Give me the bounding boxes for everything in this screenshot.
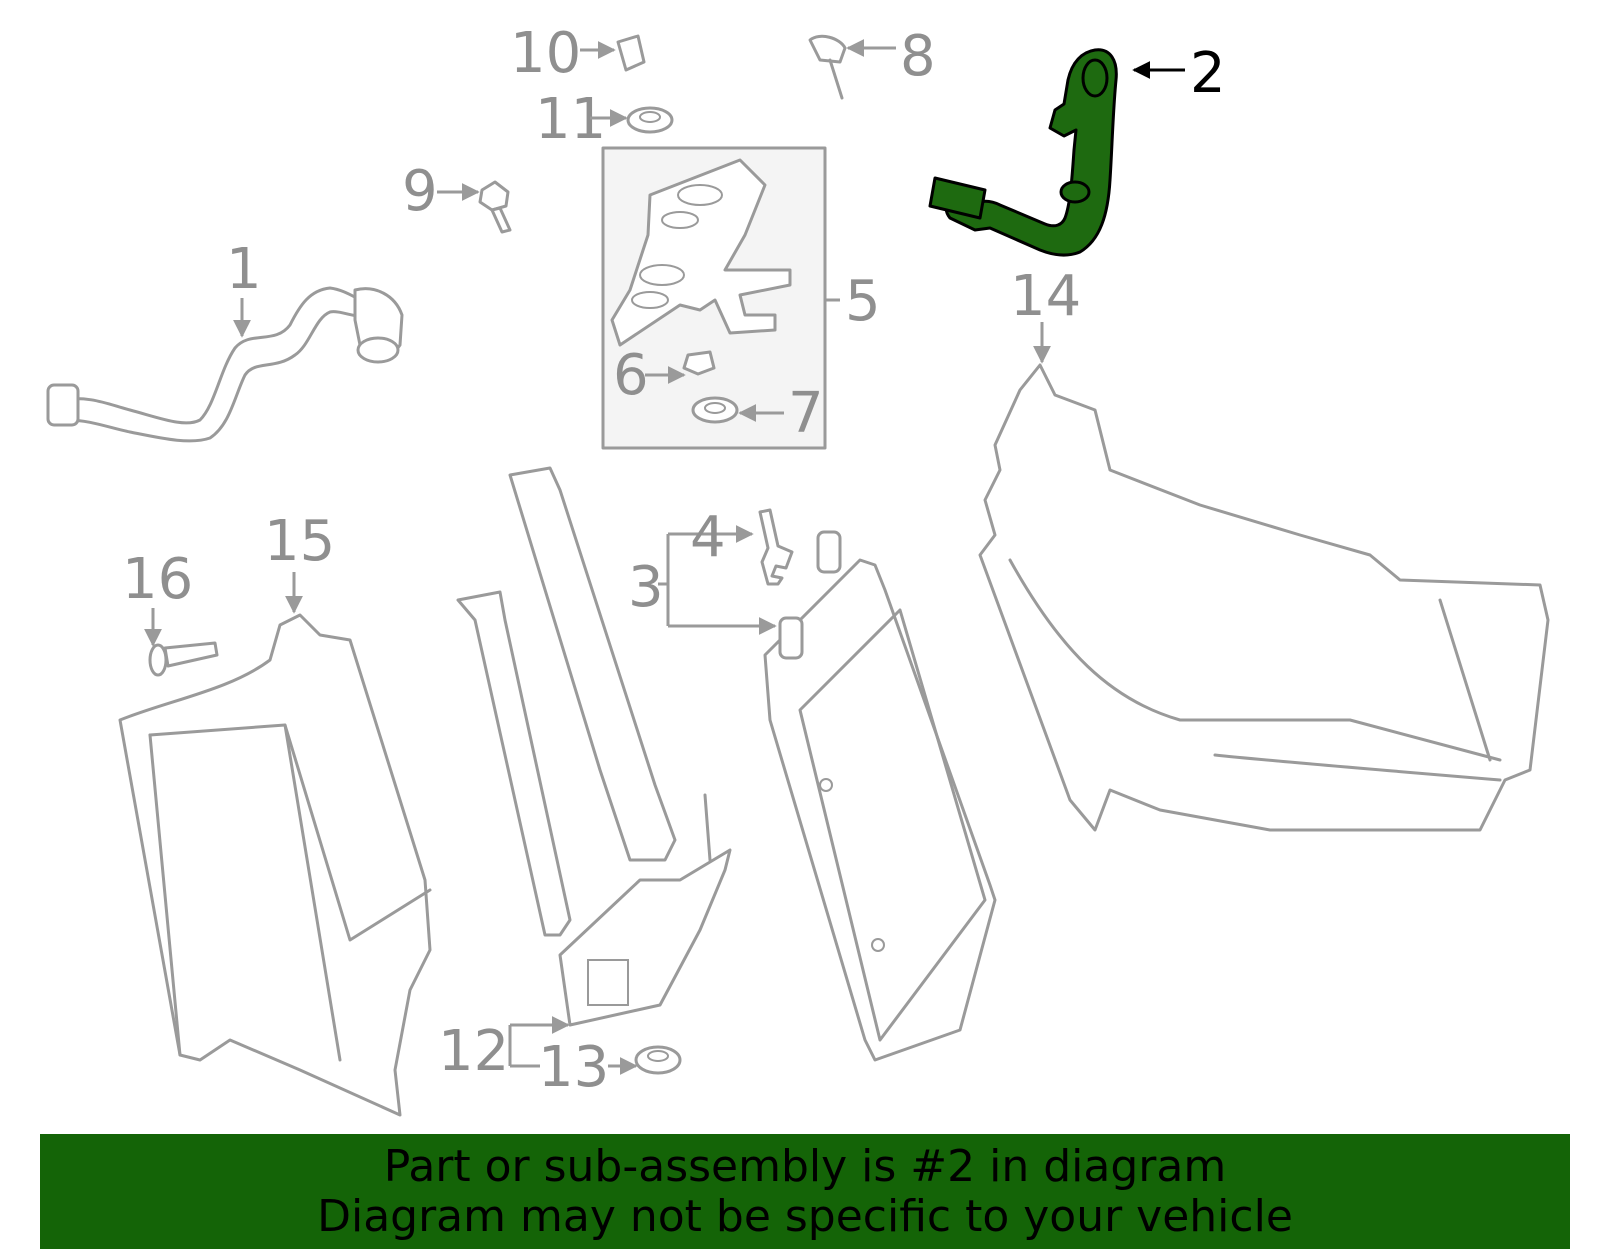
svg-text:14: 14 — [1010, 264, 1081, 329]
banner-line-2: Diagram may not be specific to your vehi… — [317, 1190, 1293, 1242]
svg-text:3: 3 — [628, 555, 664, 620]
svg-text:7: 7 — [788, 381, 824, 446]
callout-6: 6 — [613, 343, 686, 408]
svg-text:4: 4 — [690, 505, 726, 570]
svg-text:6: 6 — [613, 343, 649, 408]
part-12-support — [456, 466, 732, 1027]
svg-text:9: 9 — [402, 159, 438, 224]
part-2-hose-highlighted — [928, 48, 1118, 257]
callout-15: 15 — [264, 509, 335, 614]
part-16-clip — [148, 641, 219, 677]
svg-text:5: 5 — [845, 269, 881, 334]
svg-text:10: 10 — [510, 21, 581, 86]
callout-8: 8 — [846, 24, 936, 89]
part-13-grommet — [634, 1045, 682, 1075]
part-10-plug — [616, 34, 646, 72]
callout-9: 9 — [402, 159, 480, 224]
callout-1: 1 — [226, 237, 262, 338]
part-15-shroud — [118, 613, 432, 1117]
part-8-clip — [808, 34, 847, 100]
svg-text:12: 12 — [438, 1019, 509, 1084]
callout-4: 4 — [690, 505, 726, 570]
callout-12: 12 — [438, 1016, 570, 1084]
banner-line-1: Part or sub-assembly is #2 in diagram — [383, 1140, 1227, 1192]
part-4-stud — [758, 508, 794, 586]
part-14-duct — [978, 363, 1550, 832]
callout-11: 11 — [535, 87, 628, 152]
part-1-hose — [46, 286, 404, 443]
callout-10: 10 — [510, 21, 616, 86]
part-9-bolt — [478, 180, 512, 234]
svg-text:1: 1 — [226, 237, 262, 302]
svg-text:8: 8 — [900, 24, 936, 89]
svg-text:16: 16 — [122, 547, 193, 612]
part-3-radiator — [763, 530, 997, 1062]
callout-3: 3 — [628, 525, 777, 635]
part-5-box — [601, 146, 827, 450]
info-banner: Part or sub-assembly is #2 in diagram Di… — [40, 1134, 1570, 1249]
callout-7: 7 — [738, 381, 824, 446]
svg-text:2: 2 — [1190, 41, 1226, 106]
svg-text:13: 13 — [538, 1035, 609, 1100]
callout-14: 14 — [1010, 264, 1081, 364]
part-11-grommet — [626, 106, 674, 134]
callout-16: 16 — [122, 547, 193, 647]
callout-2: 2 — [1132, 41, 1226, 106]
svg-text:15: 15 — [264, 509, 335, 574]
callout-13: 13 — [538, 1035, 638, 1100]
callout-5: 5 — [825, 269, 881, 334]
